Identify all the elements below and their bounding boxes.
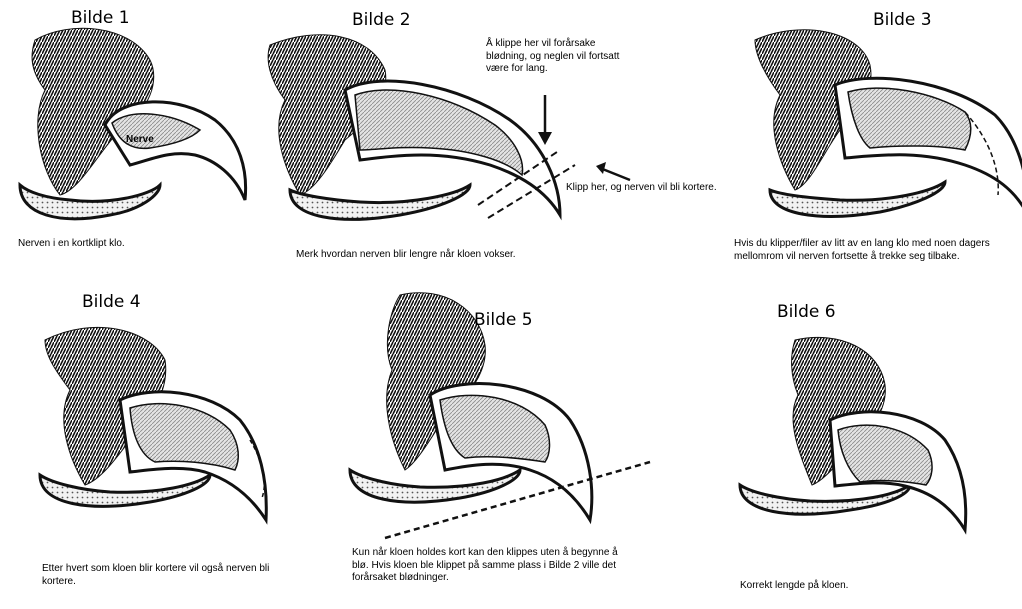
panel-4-caption: Etter hvert som kloen blir kortere vil o… bbox=[42, 563, 282, 588]
cut-good-annotation: Klipp her, og nerven vil bli kortere. bbox=[566, 182, 726, 195]
panel-6-caption: Korrekt lengde på kloen. bbox=[740, 580, 940, 593]
panel-2-title: Bilde 2 bbox=[352, 10, 411, 30]
panel-5-title: Bilde 5 bbox=[474, 310, 533, 330]
panel-6-title: Bilde 6 bbox=[777, 302, 836, 322]
panel-6-illustration bbox=[740, 337, 966, 530]
panel-3-illustration bbox=[755, 30, 1022, 217]
panel-4-title: Bilde 4 bbox=[82, 292, 141, 312]
toe-pad bbox=[350, 470, 520, 502]
nerve-label: Nerve bbox=[126, 134, 154, 145]
panel-2-caption: Merk hvordan nerven blir lengre når kloe… bbox=[296, 249, 546, 262]
panel-5-caption: Kun når kloen holdes kort kan den klippe… bbox=[352, 547, 632, 585]
toe-pad bbox=[740, 485, 910, 514]
panel-1-title: Bilde 1 bbox=[71, 8, 130, 28]
panel-4-illustration bbox=[40, 327, 266, 520]
toe-pad bbox=[20, 185, 160, 219]
panel-3-title: Bilde 3 bbox=[873, 10, 932, 30]
toe-pad bbox=[290, 185, 470, 219]
panel-1-illustration bbox=[20, 28, 246, 218]
panel-1-caption: Nerven i en kortklipt klo. bbox=[18, 238, 238, 251]
cut-bad-annotation: Å klippe her vil forårsake blødning, og … bbox=[486, 38, 636, 76]
arrow-left-icon bbox=[600, 168, 630, 180]
panel-3-caption: Hvis du klipper/filer av litt av en lang… bbox=[734, 238, 1019, 263]
toe-pad bbox=[40, 475, 210, 506]
